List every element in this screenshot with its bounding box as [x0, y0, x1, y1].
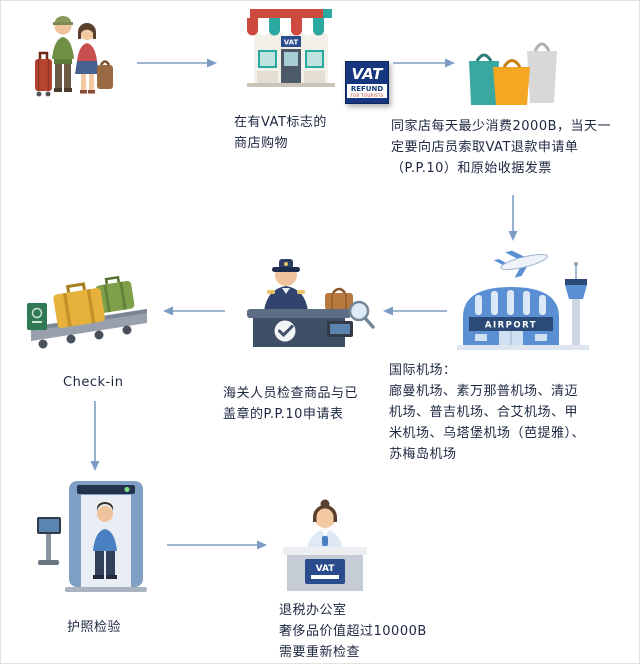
airport-caption-line-5: 苏梅岛机场 — [389, 447, 457, 462]
customs-caption-line-1: 海关人员检查商品与已 — [223, 386, 359, 401]
airplane-icon — [493, 250, 548, 278]
checkin-conveyor-illustration — [27, 275, 147, 349]
vat-refund-logo: VAT REFUND FOR TOURISTS — [345, 61, 389, 104]
customs-caption-line-2: 盖章的P.P.10申请表 — [223, 407, 344, 422]
airport-caption: 国际机场： 廊曼机场、素万那普机场、清迈 机场、普吉机场、合艾机场、甲 米机场、… — [389, 360, 637, 465]
office-caption: 退税办公室 奢侈品价值超过10000B 需要重新检查 — [279, 600, 499, 663]
vat-logo-vat-text: VAT — [351, 65, 383, 83]
refund-office-illustration: VAT — [283, 499, 367, 591]
spend-caption-line-3: （P.P.10）和原始收据发票 — [391, 161, 552, 176]
office-caption-line-3: 需要重新检查 — [279, 645, 361, 660]
airport-caption-line-1: 国际机场： — [389, 363, 457, 378]
office-caption-line-2: 奢侈品价值超过10000B — [279, 624, 427, 639]
spend-caption-line-1: 同家店每天最少消费2000B，当天一 — [391, 119, 612, 134]
office-caption-line-1: 退税办公室 — [279, 603, 347, 618]
customs-caption: 海关人员检查商品与已 盖章的P.P.10申请表 — [223, 383, 403, 425]
checkmark-icon — [274, 320, 296, 342]
security-gate-illustration — [37, 481, 147, 592]
checkin-caption: Check-in — [63, 375, 124, 390]
passport-icon — [27, 303, 47, 330]
vat-logo-refund-text: REFUND — [350, 85, 384, 93]
arrow-shop-to-bags — [393, 58, 455, 68]
shop-vat-sign — [281, 36, 301, 47]
airport-caption-line-3: 机场、普吉机场、合艾机场、甲 — [389, 405, 579, 420]
arrow-airport-to-customs — [383, 306, 447, 316]
arrow-bags-to-airport — [508, 195, 518, 241]
customs-officer-illustration — [247, 259, 375, 347]
airport-illustration: AIRPORT — [457, 250, 589, 350]
arrow-checkin-to-gate — [90, 401, 100, 471]
arrow-tourists-to-shop — [137, 58, 217, 68]
arrow-gate-to-office — [167, 540, 267, 550]
arrow-customs-to-checkin — [163, 306, 225, 316]
vat-logo-tourists-text: FOR TOURISTS — [350, 93, 384, 98]
magnifier-icon — [348, 300, 370, 322]
vat-logo-bottom: REFUND FOR TOURISTS — [347, 84, 387, 98]
spend-caption: 同家店每天最少消费2000B，当天一 定要向店员索取VAT退款申请单 （P.P.… — [391, 116, 637, 179]
shop-caption-line-1: 在有VAT标志的 — [234, 115, 327, 130]
office-vat-sign-text: VAT — [316, 564, 336, 574]
shopping-bags-illustration — [469, 42, 557, 105]
shop-caption-line-2: 商店购物 — [234, 136, 289, 151]
airport-sign-band — [469, 317, 553, 331]
tourists-illustration — [35, 16, 113, 97]
airport-caption-line-4: 米机场、乌塔堡机场（芭提雅）、 — [389, 426, 586, 441]
shop-caption: 在有VAT标志的 商店购物 — [234, 112, 327, 154]
shop-illustration: VAT — [247, 9, 335, 87]
shop-vat-sign-text: VAT — [284, 39, 299, 47]
spend-caption-line-2: 定要向店员索取VAT退款申请单 — [391, 140, 579, 155]
passport-caption: 护照检验 — [67, 620, 122, 635]
airport-sign-text: AIRPORT — [485, 321, 537, 331]
airport-caption-line-2: 廊曼机场、素万那普机场、清迈 — [389, 384, 579, 399]
